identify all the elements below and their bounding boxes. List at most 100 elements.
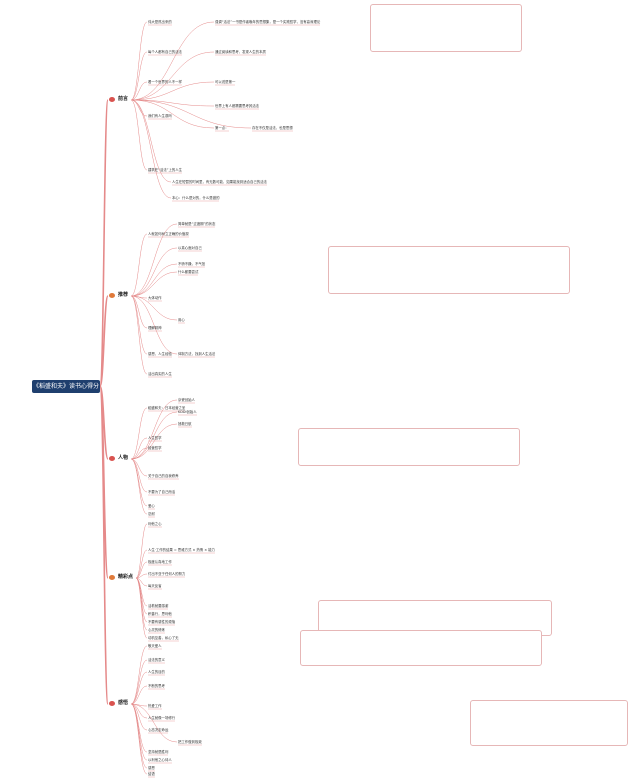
child-branch — [130, 447, 148, 460]
child-branch — [130, 295, 178, 321]
note-box — [470, 700, 628, 746]
node[interactable]: 大体动作 — [148, 296, 162, 300]
node[interactable]: 人生·工作的结果 = 思维方式 × 热情 × 能力 — [148, 548, 215, 552]
node[interactable]: 敬天爱人 — [148, 644, 162, 648]
node[interactable]: 人生的目的 — [148, 670, 165, 674]
node[interactable]: 动机至善，私心了无 — [148, 636, 179, 640]
root-branch — [99, 99, 109, 387]
topic-label: 前言 — [118, 96, 129, 102]
root-branch — [99, 295, 109, 387]
node[interactable]: 以利他之心待人 — [148, 758, 172, 762]
node[interactable]: 极度认真地工作 — [148, 560, 172, 564]
note-box — [300, 630, 542, 666]
flag-icon — [109, 97, 115, 102]
child-branch — [130, 247, 178, 297]
node[interactable]: 什么都要尝试 — [178, 270, 199, 274]
node[interactable]: 付出不亚于任何人的努力 — [148, 572, 186, 576]
node[interactable]: 把工作做到极致 — [178, 740, 202, 744]
child-branch — [130, 703, 148, 731]
child-branch — [135, 577, 148, 623]
node[interactable]: 强调“活法”一书是作者晚年的思想集，是一个实践哲学，没有高深理论 — [215, 20, 321, 24]
node[interactable]: 不要为了自己而活 — [148, 490, 176, 494]
child-branch — [130, 458, 148, 515]
child-branch — [130, 21, 148, 101]
node[interactable]: 我们有人生观吗 — [148, 114, 172, 118]
node[interactable]: 存在不仅是活法，也是思想 — [252, 126, 293, 130]
child-branch — [130, 703, 148, 761]
topic-highlights[interactable]: 精彩点 — [108, 574, 136, 581]
node[interactable]: 心灵的修炼 — [148, 628, 165, 632]
node[interactable]: 不要有感性的烦恼 — [148, 620, 176, 624]
child-branch — [135, 561, 148, 579]
node[interactable]: 本心：什么是对的，什么是错的 — [172, 196, 220, 200]
child-branch — [130, 703, 178, 743]
node[interactable]: 经营哲学 — [148, 446, 162, 450]
node[interactable]: 第一点： — [215, 126, 229, 130]
node[interactable]: 人生哲学 — [148, 436, 162, 440]
topic-preface[interactable]: 前言 — [108, 96, 131, 103]
person-icon — [109, 456, 115, 461]
note-box — [298, 428, 520, 466]
node[interactable]: 用心 — [178, 318, 185, 322]
node[interactable]: 伟大是熬出来的 — [148, 20, 172, 24]
node[interactable]: 可以说是第一 — [215, 80, 236, 84]
node[interactable]: 理解精神 — [148, 326, 162, 330]
child-branch — [130, 685, 148, 705]
child-branch — [130, 99, 148, 171]
node[interactable]: 坚持就是胜利 — [148, 750, 169, 754]
thumb-icon — [109, 293, 115, 298]
node[interactable]: 看一个世界的人不一样 — [148, 80, 182, 84]
node[interactable]: 世界上有人都需要思考其活法 — [215, 104, 260, 108]
node[interactable]: 关于自己的自我修养 — [148, 474, 179, 478]
topic-insights[interactable]: 感悟 — [108, 700, 131, 707]
node[interactable]: 每天反省 — [148, 584, 162, 588]
child-branch — [130, 659, 148, 705]
node[interactable]: 感恩，人生经验 — [148, 352, 172, 356]
node[interactable]: 京瓷创始人 — [178, 398, 195, 402]
node[interactable]: 人就如何树立正确的价值观 — [148, 232, 189, 236]
topic-label: 感悟 — [118, 700, 129, 706]
child-branch — [130, 399, 178, 460]
node[interactable]: 结语 — [148, 772, 155, 776]
child-branch — [130, 411, 178, 460]
node[interactable]: 不骄不躁，不气馁 — [178, 262, 206, 266]
node[interactable]: 人生就像一场修行 — [148, 716, 176, 720]
node[interactable]: 积善行，思利他 — [148, 612, 172, 616]
node[interactable]: 体制方法，找到人生活法 — [178, 352, 216, 356]
node[interactable]: 活法的意义 — [148, 658, 165, 662]
child-branch — [135, 549, 148, 579]
child-branch — [130, 458, 148, 477]
node[interactable]: 不断的思考 — [148, 684, 165, 688]
node[interactable]: 活着就要感谢 — [148, 604, 169, 608]
node[interactable]: KDDI创始人 — [178, 410, 197, 414]
node[interactable]: 热爱工作 — [148, 704, 162, 708]
child-branch — [130, 81, 148, 101]
node[interactable]: 活出真实的人生 — [148, 372, 172, 376]
topic-recommend[interactable]: 推荐 — [108, 292, 131, 299]
node[interactable]: 人生在短暂的时间里，有无数可能，如果能找到适合自己的活法 — [172, 180, 267, 184]
child-branch — [135, 577, 148, 587]
node[interactable]: 建筑在“活法”上的人生 — [148, 168, 183, 172]
child-branch — [130, 423, 178, 460]
root-topic[interactable]: 《稻盛和夫》读书心得分享 — [32, 380, 100, 403]
child-branch — [130, 295, 178, 355]
topic-people[interactable]: 人物 — [108, 455, 131, 462]
node[interactable]: 以真心面对自己 — [178, 246, 202, 250]
node[interactable]: 利他之心 — [148, 522, 162, 526]
child-branch — [130, 645, 148, 705]
node[interactable]: 忍耐 — [148, 512, 155, 516]
node[interactable]: 爱心 — [148, 504, 155, 508]
topic-label: 人物 — [118, 455, 129, 461]
child-branch — [130, 51, 215, 101]
child-branch — [130, 21, 215, 101]
node[interactable]: 通过阅读和思考，发现人生的本质 — [215, 50, 266, 54]
node[interactable]: 稻盛和夫：日本经营之圣 — [148, 406, 186, 410]
child-branch — [130, 81, 215, 101]
node[interactable]: 每个人都有自己的活法 — [148, 50, 182, 54]
child-branch — [130, 99, 215, 129]
node[interactable]: 简单就是“过渡期”的状态 — [178, 222, 216, 226]
node[interactable]: 拯救日航 — [178, 422, 192, 426]
node[interactable]: 心态决定命运 — [148, 728, 169, 732]
node[interactable]: 感恩 — [148, 766, 155, 770]
topic-label: 推荐 — [118, 292, 129, 298]
